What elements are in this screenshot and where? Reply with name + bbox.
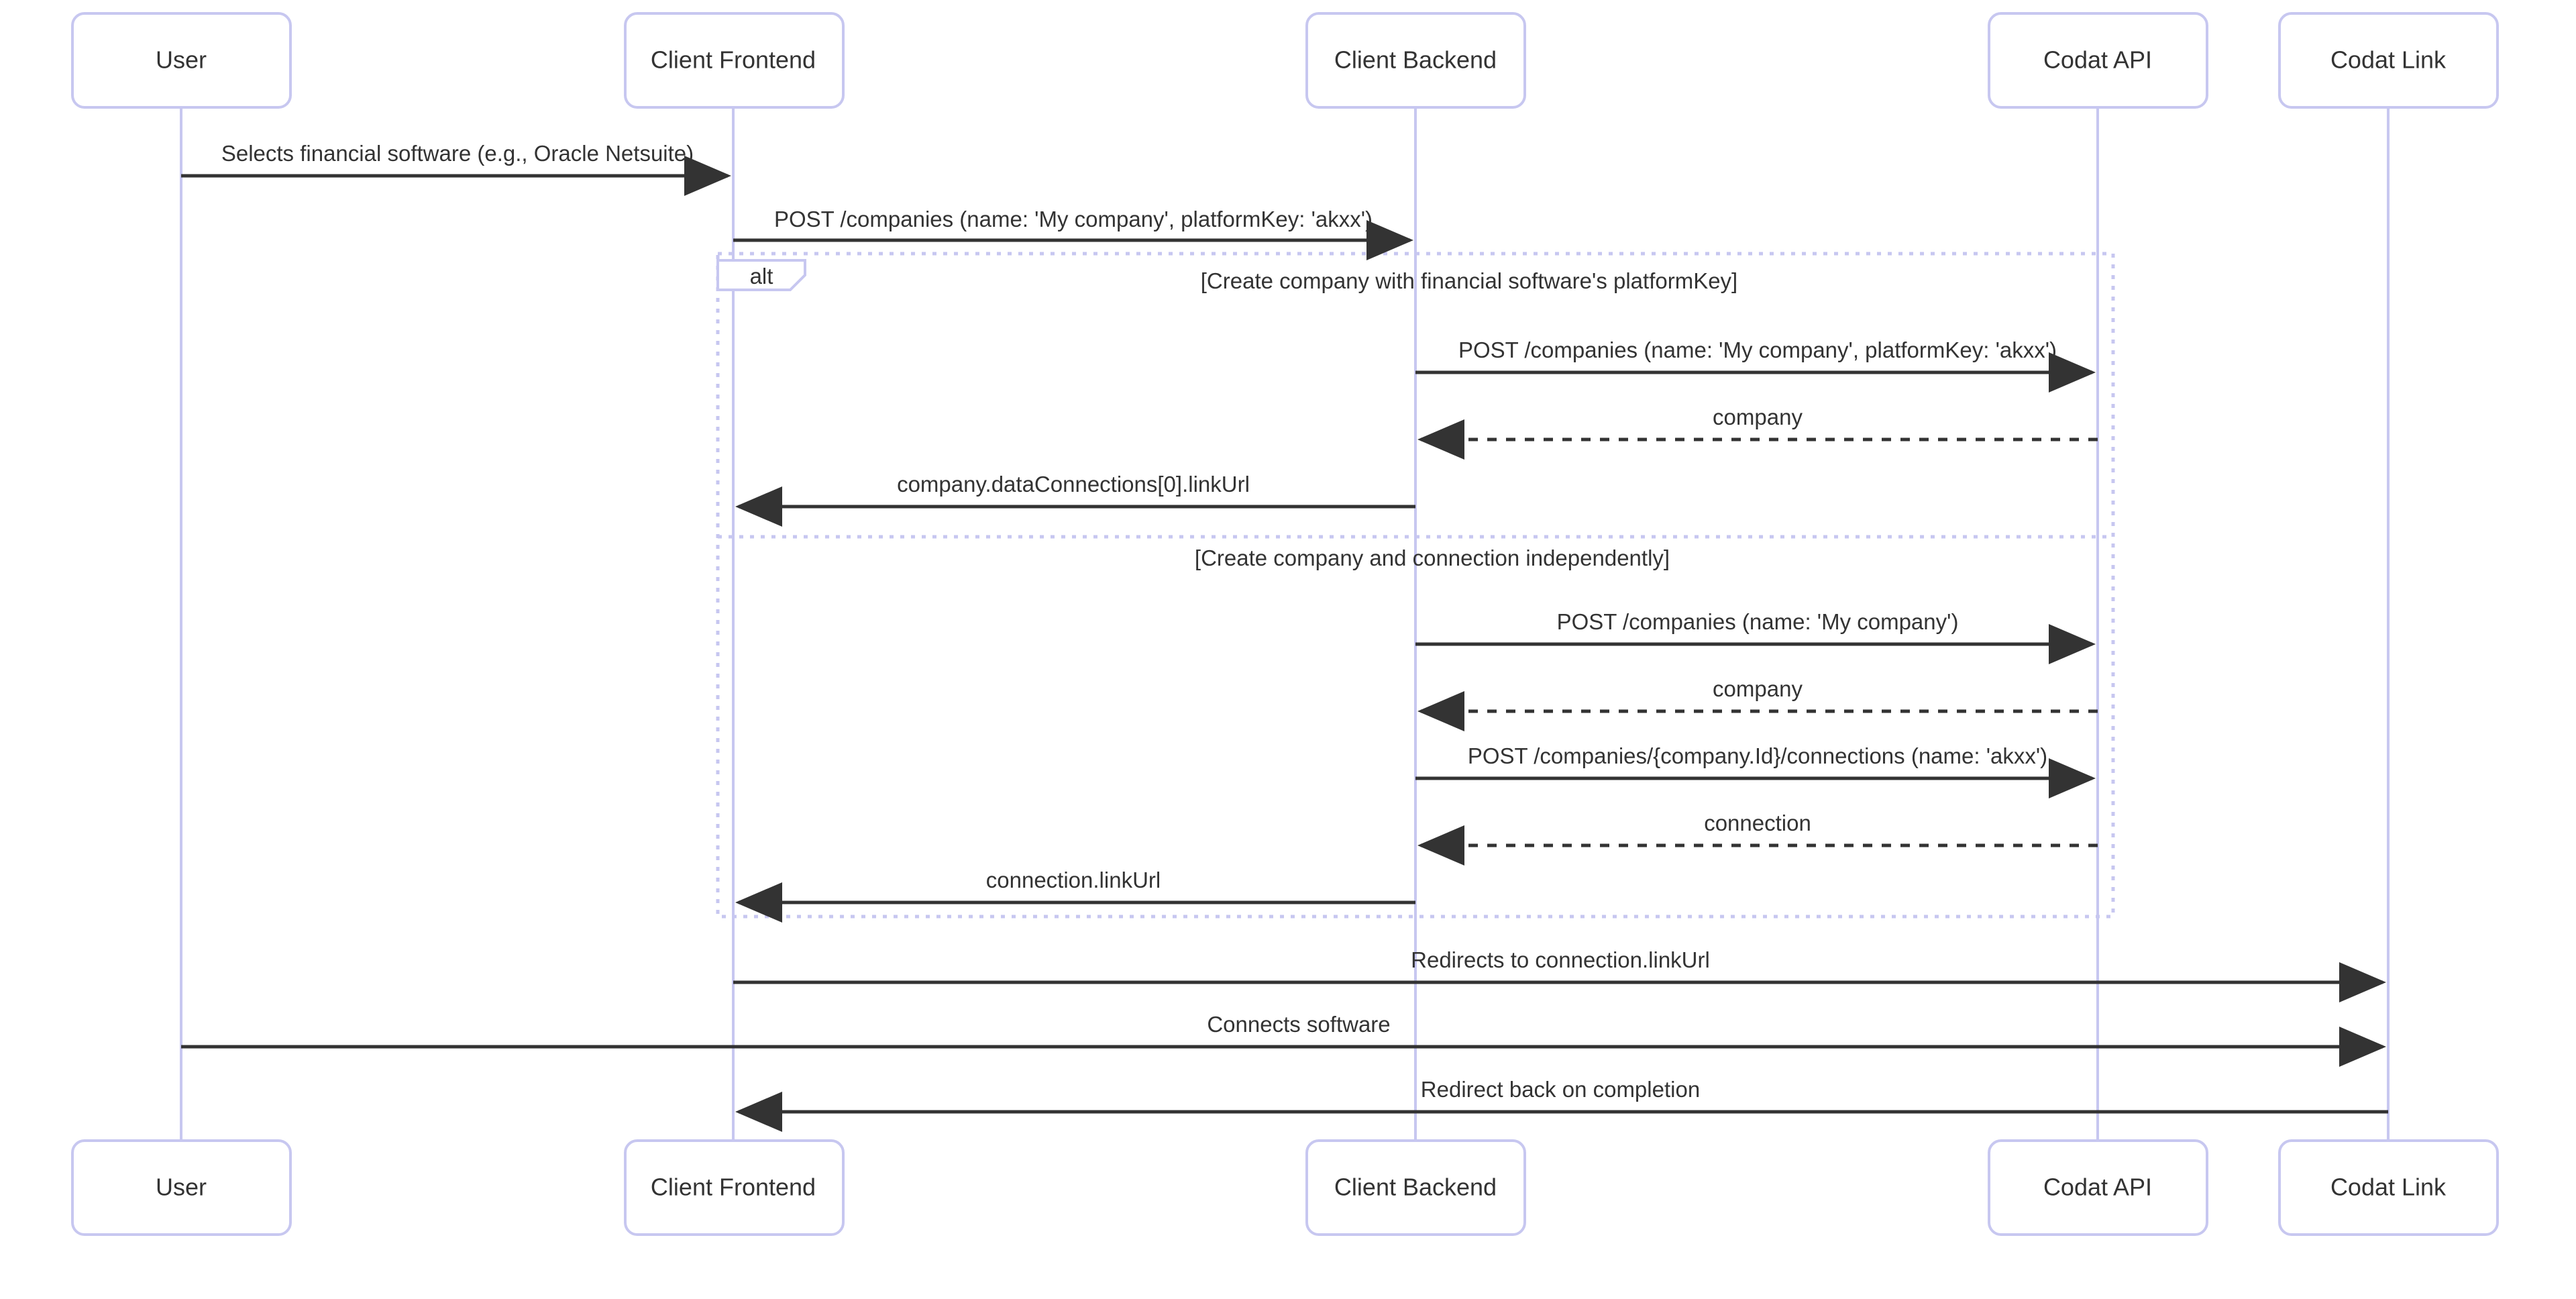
message-6-label: company bbox=[1713, 676, 1803, 701]
message-9-label: connection.linkUrl bbox=[986, 868, 1161, 892]
message-0[interactable]: Selects financial software (e.g., Oracle… bbox=[181, 141, 731, 196]
lifelines-group bbox=[180, 107, 2390, 1141]
participant-bottom-api-box bbox=[1988, 1139, 2208, 1236]
message-2[interactable]: POST /companies (name: 'My company', pla… bbox=[1415, 337, 2096, 393]
message-9[interactable]: connection.linkUrl bbox=[735, 868, 1415, 923]
message-5[interactable]: POST /companies (name: 'My company') bbox=[1415, 609, 2096, 664]
participant-top-link-box bbox=[2278, 12, 2499, 109]
participant-top-frontend-label: Client Frontend bbox=[651, 46, 816, 74]
participant-bottom-backend[interactable]: Client Backend bbox=[1305, 1139, 1526, 1236]
alt-fragment-keyword: alt bbox=[750, 264, 773, 289]
participant-bottom-link-box bbox=[2278, 1139, 2499, 1236]
participant-top-user[interactable]: User bbox=[71, 12, 292, 109]
message-10-label: Redirects to connection.linkUrl bbox=[1411, 947, 1710, 972]
message-11[interactable]: Connects software bbox=[181, 1012, 2386, 1067]
participant-bottom-frontend-box bbox=[624, 1139, 845, 1236]
alt-fragment-frame bbox=[716, 252, 2115, 919]
participant-top-user-box bbox=[71, 12, 292, 109]
participant-bottom-api-label: Codat API bbox=[2043, 1174, 2152, 1201]
participant-top-api-label: Codat API bbox=[2043, 46, 2152, 74]
participant-bottom-user-box bbox=[71, 1139, 292, 1236]
message-10[interactable]: Redirects to connection.linkUrl bbox=[733, 947, 2386, 1002]
participant-top-link-label: Codat Link bbox=[2330, 46, 2447, 74]
message-7-label: POST /companies/{company.Id}/connections… bbox=[1468, 743, 2047, 768]
participant-bottom-user-label: User bbox=[156, 1174, 207, 1201]
participant-bottom-api[interactable]: Codat API bbox=[1988, 1139, 2208, 1236]
participants-bottom: User Client Frontend Client Backend Coda… bbox=[71, 1139, 2499, 1236]
message-12[interactable]: Redirect back on completion bbox=[735, 1077, 2388, 1132]
message-3[interactable]: company bbox=[1417, 405, 2098, 460]
participant-top-backend-box bbox=[1305, 12, 1526, 109]
participant-bottom-link-label: Codat Link bbox=[2330, 1174, 2447, 1201]
participant-bottom-backend-label: Client Backend bbox=[1334, 1174, 1497, 1201]
message-8[interactable]: connection bbox=[1417, 811, 2098, 866]
message-2-label: POST /companies (name: 'My company', pla… bbox=[1458, 337, 2057, 362]
alt-branch-condition-2: [Create company and connection independe… bbox=[1195, 545, 1670, 570]
alt-fragment-tag bbox=[716, 259, 806, 291]
participants-top: User Client Frontend Client Backend Coda… bbox=[71, 12, 2499, 109]
message-12-label: Redirect back on completion bbox=[1421, 1077, 1700, 1102]
message-3-label: company bbox=[1713, 405, 1803, 429]
message-1[interactable]: POST /companies (name: 'My company', pla… bbox=[733, 207, 1413, 260]
participant-top-frontend[interactable]: Client Frontend bbox=[624, 12, 845, 109]
participant-top-link[interactable]: Codat Link bbox=[2278, 12, 2499, 109]
participant-bottom-link[interactable]: Codat Link bbox=[2278, 1139, 2499, 1236]
message-1-label: POST /companies (name: 'My company', pla… bbox=[774, 207, 1373, 231]
participant-top-backend-label: Client Backend bbox=[1334, 46, 1497, 74]
message-11-label: Connects software bbox=[1207, 1012, 1390, 1037]
messages-group: Selects financial software (e.g., Oracle… bbox=[181, 141, 2388, 1132]
participant-bottom-frontend-label: Client Frontend bbox=[651, 1174, 816, 1201]
alt-fragment: alt [Create company with financial softw… bbox=[716, 252, 2115, 919]
message-8-label: connection bbox=[1704, 811, 1811, 835]
participant-top-user-label: User bbox=[156, 46, 207, 74]
participant-bottom-frontend[interactable]: Client Frontend bbox=[624, 1139, 845, 1236]
message-0-label: Selects financial software (e.g., Oracle… bbox=[221, 141, 694, 166]
participant-top-api-box bbox=[1988, 12, 2208, 109]
message-7[interactable]: POST /companies/{company.Id}/connections… bbox=[1415, 743, 2096, 798]
message-6[interactable]: company bbox=[1417, 676, 2098, 731]
alt-branch-condition-1: [Create company with financial software'… bbox=[1201, 268, 1737, 293]
participant-top-frontend-box bbox=[624, 12, 845, 109]
message-4-label: company.dataConnections[0].linkUrl bbox=[897, 472, 1250, 497]
participant-top-api[interactable]: Codat API bbox=[1988, 12, 2208, 109]
participant-bottom-user[interactable]: User bbox=[71, 1139, 292, 1236]
participant-top-backend[interactable]: Client Backend bbox=[1305, 12, 1526, 109]
message-4[interactable]: company.dataConnections[0].linkUrl bbox=[735, 472, 1415, 527]
participant-bottom-backend-box bbox=[1305, 1139, 1526, 1236]
message-5-label: POST /companies (name: 'My company') bbox=[1557, 609, 1959, 634]
